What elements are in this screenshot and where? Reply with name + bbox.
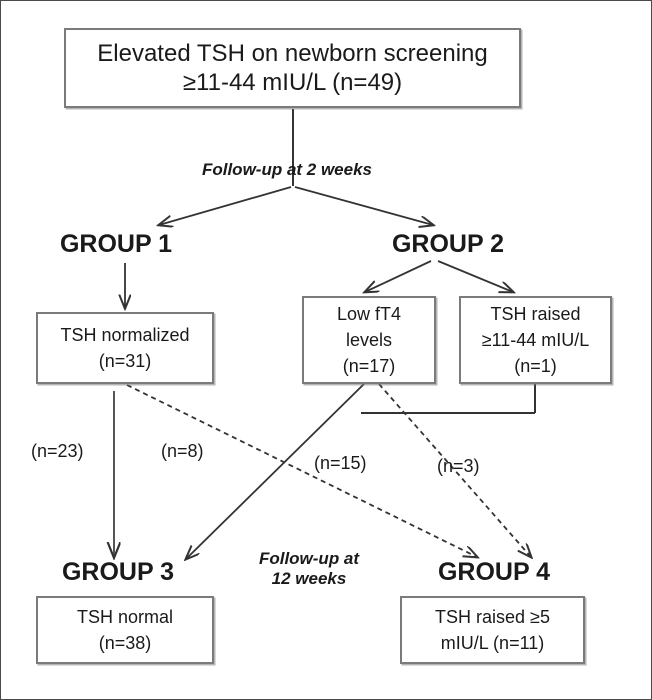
edge-label-n23: (n=23): [31, 441, 84, 461]
connector-group2-to-ft4: [365, 260, 432, 292]
node-low-ft4-line2: levels: [345, 329, 393, 350]
node-elevated-tsh: Elevated TSH on newborn screening ≥11-44…: [64, 28, 521, 108]
group-label-2: GROUP 2: [391, 230, 505, 258]
node-tsh-raised: TSH raised ≥11-44 mIU/L (n=1): [459, 296, 612, 384]
annotation-followup-12-weeks-line2: 12 weeks: [271, 568, 347, 588]
group-label-1: GROUP 1: [59, 230, 173, 258]
edge-label-n8: (n=8): [161, 441, 204, 461]
edge-label-n15: (n=15): [314, 453, 367, 473]
group-label-3: GROUP 3: [61, 558, 175, 586]
node-low-ft4-line3: (n=17): [342, 356, 396, 377]
node-tsh-normal-line2: (n=38): [98, 633, 152, 653]
annotation-followup-12-weeks: Follow-up at 12 weeks: [229, 549, 389, 588]
node-tsh-raised-line2: ≥11-44 mIU/L: [481, 329, 590, 350]
connector-n15: [186, 383, 365, 559]
node-tsh-normalized: TSH normalized (n=31): [36, 312, 214, 384]
node-elevated-tsh-line2: ≥11-44 mIU/L (n=49): [182, 69, 403, 96]
node-tsh-raised-5: TSH raised ≥5 mIU/L (n=11): [400, 596, 585, 664]
node-elevated-tsh-line1: Elevated TSH on newborn screening: [97, 39, 488, 67]
node-low-ft4: Low fT4 levels (n=17): [302, 296, 436, 384]
node-tsh-raised-5-line1: TSH raised ≥5: [435, 606, 550, 627]
connector-top-to-group1: [159, 186, 292, 225]
node-tsh-raised-line3: (n=1): [514, 356, 557, 377]
node-tsh-normal-line1: TSH normal: [76, 606, 174, 627]
node-tsh-normalized-line2: (n=31): [98, 351, 152, 371]
node-tsh-raised-5-line2: mIU/L (n=11): [440, 633, 545, 653]
connector-group2-to-tshraised: [437, 260, 513, 292]
annotation-followup-2-weeks: Follow-up at 2 weeks: [201, 160, 373, 179]
edge-label-n3: (n=3): [437, 456, 480, 476]
group-label-4: GROUP 4: [437, 558, 551, 586]
annotation-followup-12-weeks-line1: Follow-up at: [258, 549, 360, 568]
node-tsh-normal: TSH normal (n=38): [36, 596, 214, 664]
node-tsh-normalized-line1: TSH normalized: [60, 324, 190, 345]
connector-n3: [378, 383, 531, 557]
node-tsh-raised-line1: TSH raised: [490, 303, 581, 324]
connector-n8: [126, 384, 477, 557]
node-low-ft4-line1: Low fT4: [336, 303, 402, 324]
connector-top-to-group2: [294, 186, 433, 225]
